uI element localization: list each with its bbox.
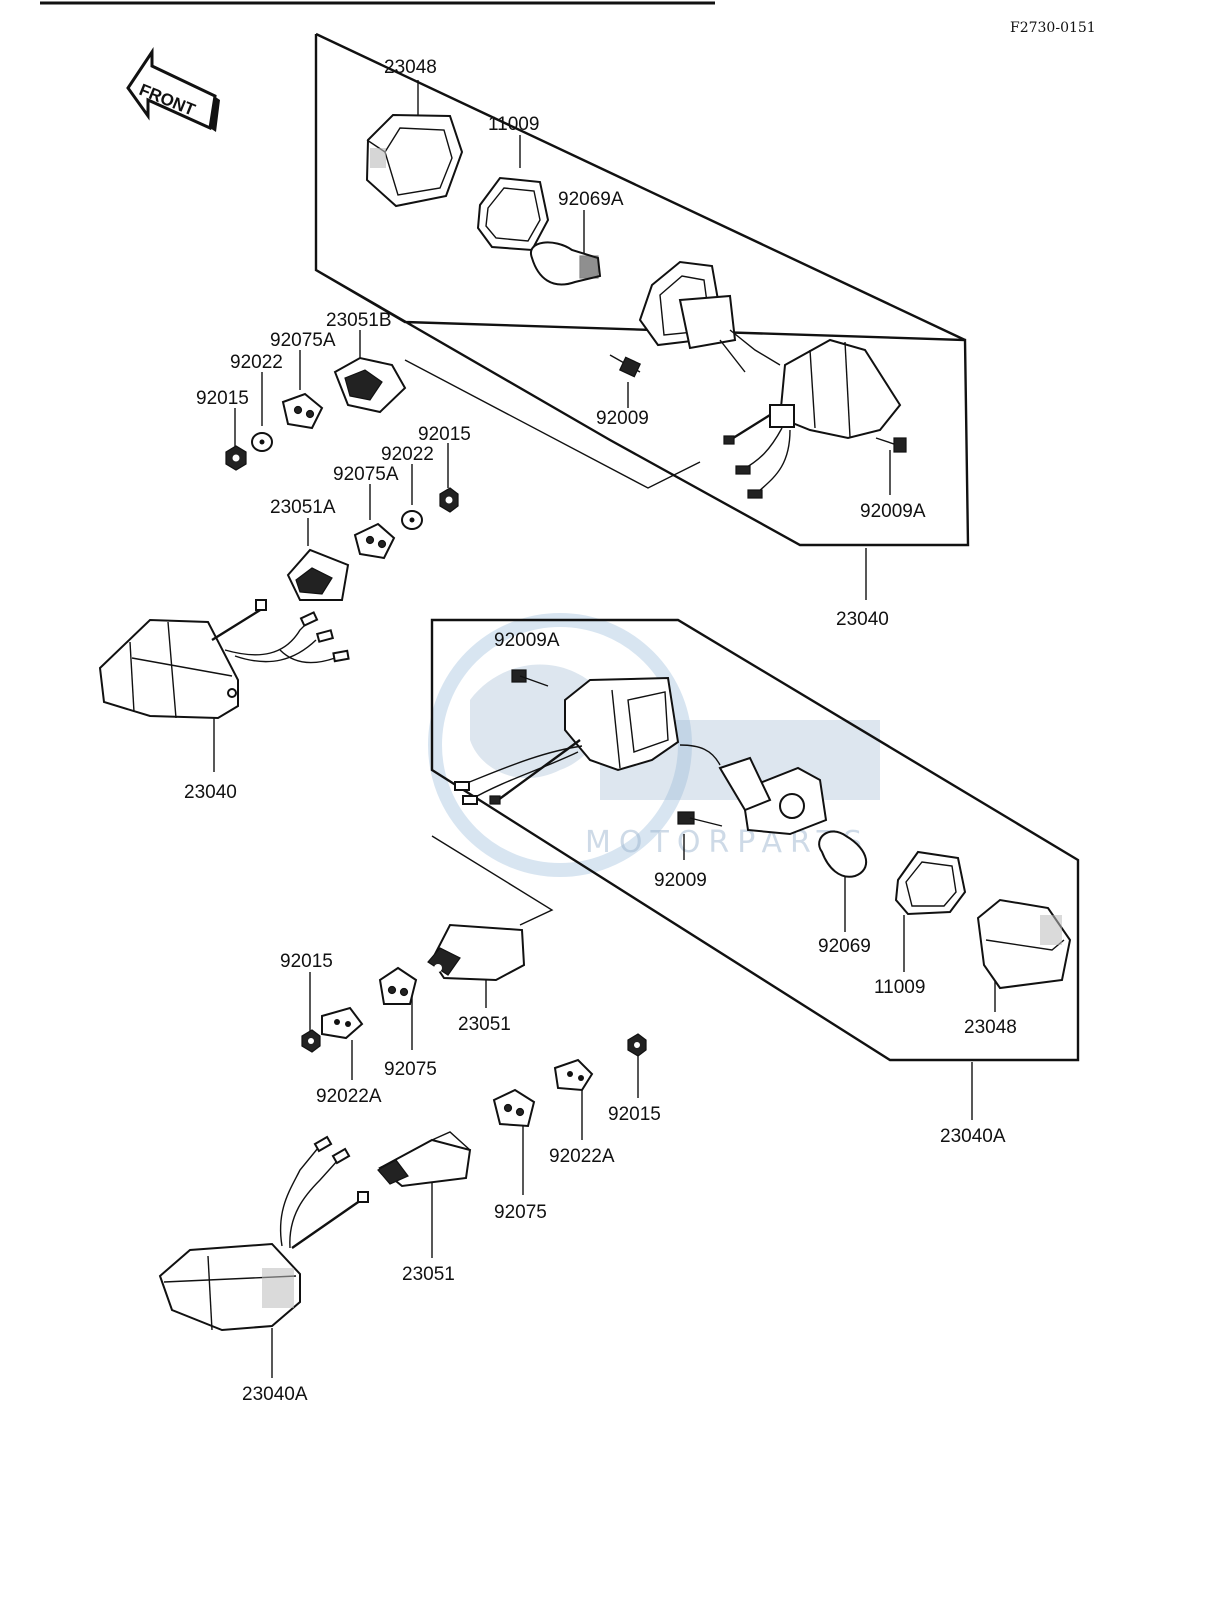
label-23051A: 23051A — [270, 497, 336, 518]
label-92075-low: 92075 — [384, 1059, 437, 1080]
gasket-11009-upper — [476, 176, 550, 252]
connector-line-upper — [404, 359, 701, 489]
label-23040A-right: 23040A — [940, 1126, 1006, 1147]
nut-92015-upper — [225, 445, 247, 471]
grommet-92075-low — [378, 966, 418, 1005]
holder-23051A — [286, 548, 350, 601]
grommet-92075A-upper — [281, 392, 324, 430]
label-23040-left: 23040 — [184, 782, 237, 803]
label-92009A-mid: 92009A — [494, 630, 560, 651]
label-92015-low: 92015 — [280, 951, 333, 972]
assembly-box-23040A — [430, 618, 1080, 1062]
label-92022A-bottom: 92022A — [549, 1146, 615, 1167]
label-23048-top: 23048 — [384, 57, 437, 78]
label-92022-mid: 92022 — [381, 444, 434, 465]
washer-92022-mid — [401, 510, 423, 530]
label-11009-top: 11009 — [488, 114, 539, 135]
label-92075A-mid: 92075A — [333, 464, 399, 485]
front-arrow-icon: FRONT — [126, 47, 220, 132]
label-92075-bottom: 92075 — [494, 1202, 547, 1223]
housing-lower — [454, 676, 680, 805]
assembly-box-23040-diagonal — [315, 32, 966, 342]
nut-92015-bottom — [627, 1033, 647, 1057]
lens-23048-lower — [976, 898, 1072, 990]
label-92022A-low: 92022A — [316, 1086, 382, 1107]
bulb-92069A — [529, 241, 602, 286]
label-92015-top: 92015 — [196, 388, 249, 409]
label-23048-mid: 23048 — [964, 1017, 1017, 1038]
nut-92015-mid — [439, 487, 459, 513]
label-23040A-left: 23040A — [242, 1384, 308, 1405]
holder-23051-upper — [427, 923, 526, 982]
label-23040-right: 23040 — [836, 609, 889, 630]
socket-assembly-upper — [638, 260, 781, 373]
gasket-11009-mid — [894, 850, 967, 916]
bulb-92069 — [818, 830, 868, 878]
label-92075A-top: 92075A — [270, 330, 336, 351]
label-92009-top: 92009 — [596, 408, 649, 429]
screw-92009A-upper — [875, 437, 907, 453]
label-92022-top: 92022 — [230, 352, 283, 373]
washer-92022-upper — [251, 432, 273, 452]
holder-23051-bottom — [377, 1131, 472, 1188]
label-92009A-top: 92009A — [860, 501, 926, 522]
leader-lines — [213, 80, 996, 1378]
turn-signal-23040A-left — [158, 1135, 369, 1332]
washer-92022A-bottom — [553, 1058, 594, 1092]
label-92015-mid: 92015 — [418, 424, 471, 445]
watermark-subtitle: MOTORPARTS — [585, 825, 870, 860]
label-23051-low: 23051 — [458, 1014, 511, 1035]
label-92015-bottom: 92015 — [608, 1104, 661, 1125]
socket-assembly-lower — [679, 744, 828, 836]
holder-23051B — [333, 356, 407, 414]
screw-92009A-mid — [511, 669, 549, 687]
label-92069A: 92069A — [558, 189, 624, 210]
connector-line-lower — [431, 835, 554, 926]
label-92069: 92069 — [818, 936, 871, 957]
label-23051B: 23051B — [326, 310, 392, 331]
part-labels: 23048 11009 92069A 23051B 92075A 92022 9… — [184, 57, 1017, 1405]
assembly-box-23040 — [314, 34, 970, 547]
label-11009-mid: 11009 — [874, 977, 925, 998]
washer-92022A-low — [321, 1006, 364, 1040]
nut-92015-low — [301, 1029, 321, 1053]
label-23051-bottom: 23051 — [402, 1264, 455, 1285]
label-92009-mid: 92009 — [654, 870, 707, 891]
housing-upper — [723, 338, 902, 499]
diagram-code: F2730-0151 — [1010, 20, 1096, 36]
screw-92009-mid — [677, 811, 723, 827]
lens-23048-upper — [365, 113, 464, 208]
grommet-92075-bottom — [492, 1088, 536, 1128]
grommet-92075A-mid — [353, 522, 396, 560]
turn-signal-23040-left — [98, 599, 350, 720]
screw-92009-upper — [609, 354, 642, 378]
